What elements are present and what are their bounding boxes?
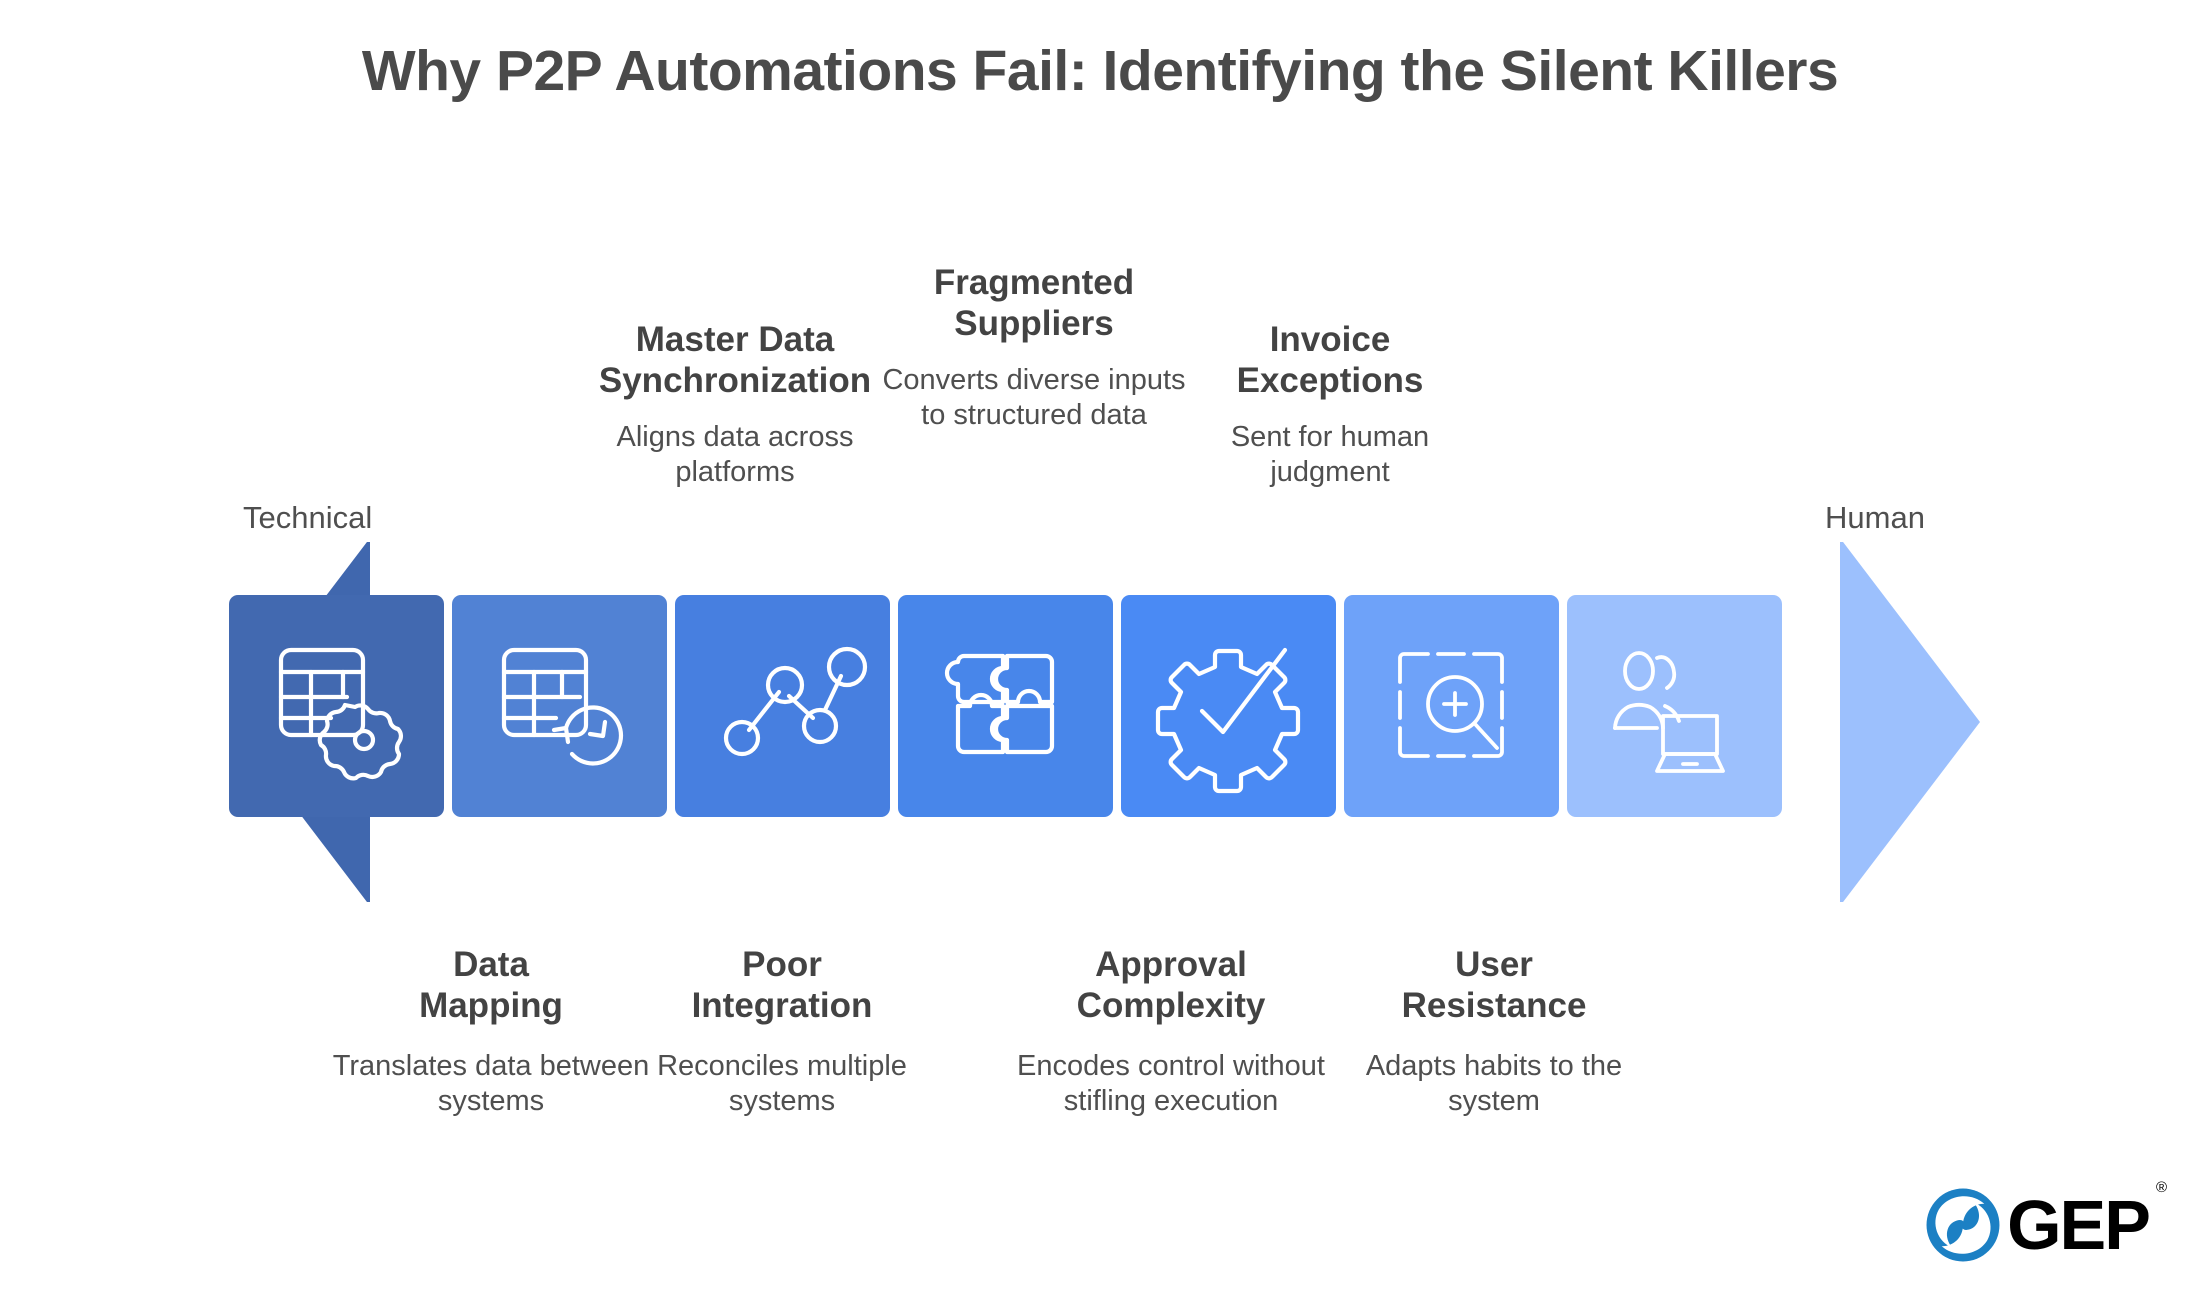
- caption-fragmented-suppliers: Fragmented Suppliers Converts diverse in…: [874, 263, 1194, 434]
- segment-fragmented-suppliers[interactable]: [898, 595, 1113, 817]
- network-nodes-icon: [723, 646, 868, 757]
- caption-description: Translates data between systems: [332, 1049, 650, 1118]
- caption-title: Approval Complexity: [1076, 945, 1266, 1025]
- caption-title: Master Data Synchronization: [598, 320, 872, 400]
- caption-title: Invoice Exceptions: [1236, 320, 1424, 400]
- segment-user-resistance[interactable]: [1567, 595, 1782, 817]
- caption-description: Reconciles multiple systems: [657, 1049, 907, 1118]
- segment-tile[interactable]: [1121, 595, 1336, 817]
- caption-description: Converts diverse inputs to structured da…: [882, 363, 1186, 432]
- gep-logo: GEP ®: [1925, 1179, 2167, 1264]
- segment-master-data-synchronization[interactable]: [452, 595, 667, 817]
- caption-approval-complexity: Approval Complexity Encodes control with…: [1011, 945, 1331, 1120]
- table-gear-icon: [278, 647, 404, 781]
- caption-poor-integration: Poor Integration Reconciles multiple sys…: [622, 945, 942, 1120]
- endpoint-label-technical: Technical: [243, 500, 373, 535]
- segment-invoice-exceptions[interactable]: [1344, 595, 1559, 817]
- users-laptop-icon: [1613, 651, 1725, 773]
- table-sync-icon: [501, 647, 624, 766]
- caption-description: Aligns data across platforms: [616, 420, 854, 489]
- caption-title: Poor Integration: [691, 945, 873, 1025]
- segment-tile[interactable]: [1344, 595, 1559, 817]
- segment-tile[interactable]: [452, 595, 667, 817]
- caption-title: User Resistance: [1401, 945, 1587, 1025]
- segment-poor-integration[interactable]: [675, 595, 890, 817]
- process-arrow-diagram: [155, 542, 2055, 902]
- segment-data-mapping[interactable]: [229, 595, 444, 817]
- gep-wordmark: GEP: [2007, 1186, 2151, 1264]
- segment-tile[interactable]: [229, 595, 444, 817]
- caption-data-mapping: Data Mapping Translates data between sys…: [331, 945, 651, 1120]
- gep-swirl-icon: [1926, 1188, 2000, 1262]
- caption-title: Data Mapping: [419, 945, 563, 1025]
- caption-description: Sent for human judgment: [1230, 420, 1430, 489]
- caption-description: Adapts habits to the system: [1365, 1049, 1623, 1118]
- endpoint-label-human: Human: [1825, 500, 1925, 535]
- caption-invoice-exceptions: Invoice Exceptions Sent for human judgme…: [1170, 320, 1490, 491]
- segment-tile[interactable]: [675, 595, 890, 817]
- registered-trademark-symbol: ®: [2155, 1178, 2167, 1196]
- page-title: Why P2P Automations Fail: Identifying th…: [361, 39, 1839, 103]
- caption-description: Encodes control without stifling executi…: [1017, 1049, 1325, 1118]
- caption-title: Fragmented Suppliers: [933, 263, 1135, 343]
- gear-check-icon: [1155, 647, 1301, 794]
- arrow-head-right: [1840, 542, 1980, 902]
- puzzle-pieces-icon: [944, 653, 1055, 755]
- caption-user-resistance: User Resistance Adapts habits to the sys…: [1334, 945, 1654, 1120]
- segment-approval-complexity[interactable]: [1121, 595, 1336, 817]
- segment-tile[interactable]: [1567, 595, 1782, 817]
- scan-magnifier-icon: [1398, 652, 1504, 758]
- caption-master-data-synchronization: Master Data Synchronization Aligns data …: [575, 320, 895, 491]
